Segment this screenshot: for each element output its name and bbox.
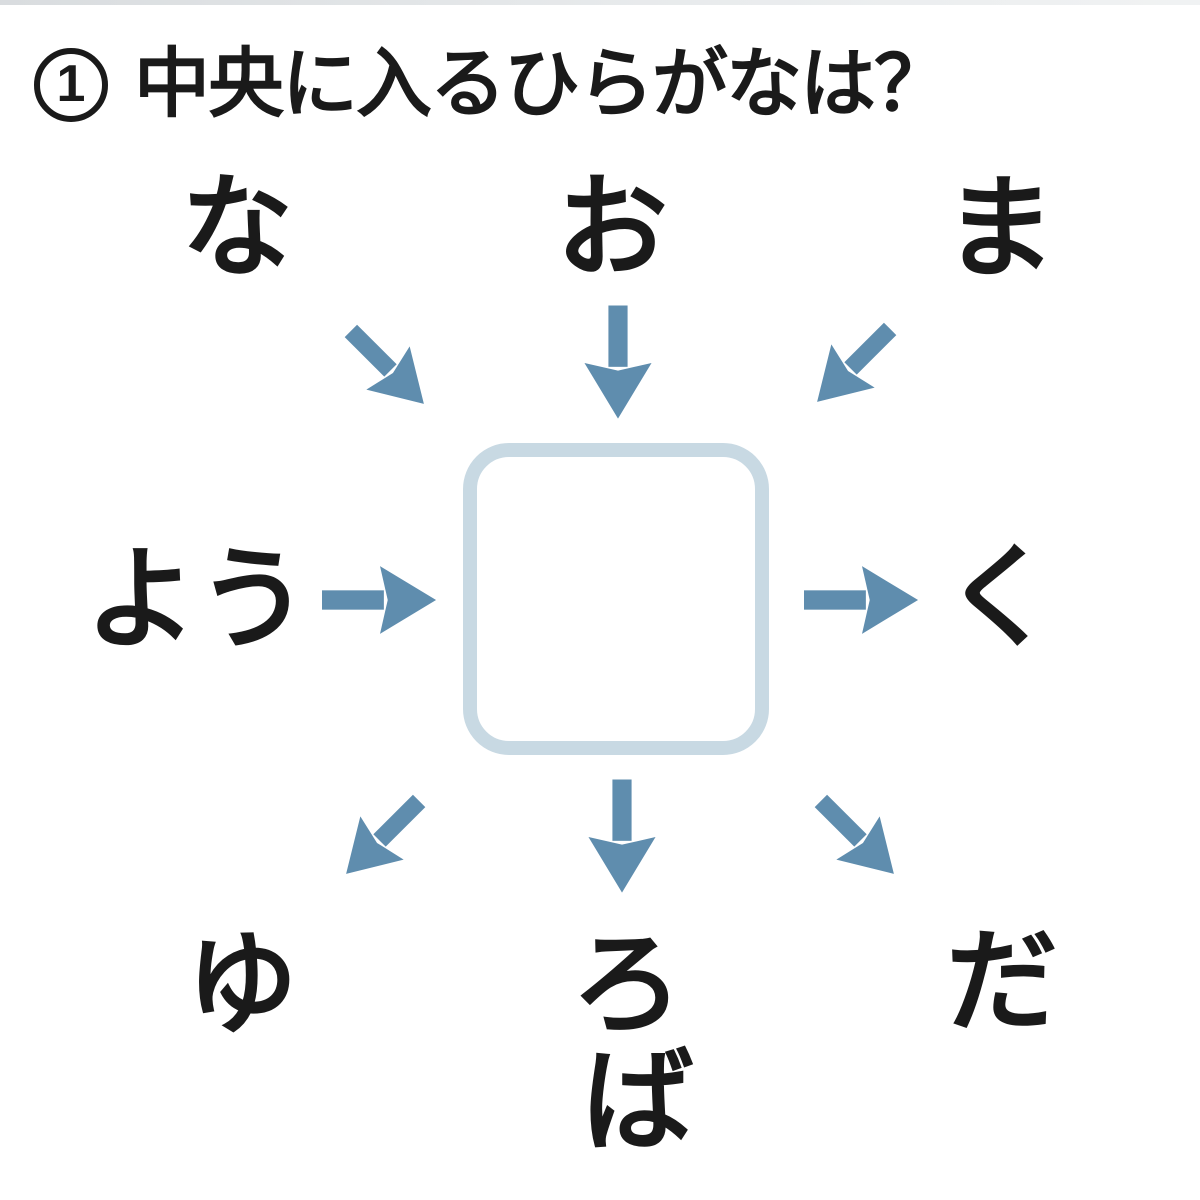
arrow-down-right-icon [326, 306, 450, 430]
answer-box [463, 443, 769, 755]
arrow-right-icon [804, 561, 920, 639]
arrow-down-left-icon [791, 304, 915, 428]
hiragana-bottom-center-lower: ば [582, 1039, 694, 1164]
hiragana-top-right: ま [944, 166, 1056, 291]
question-title: 1 中央に入るひらがなは？ [34, 42, 950, 127]
arrow-right-icon [322, 561, 438, 639]
question-text: 中央に入るひらがなは？ [134, 42, 950, 127]
circled-number: 1 [34, 48, 108, 122]
hiragana-top-center: お [556, 165, 668, 290]
arrow-down-icon [578, 305, 658, 421]
hiragana-bottom-right: だ [946, 919, 1058, 1044]
top-edge-divider [0, 0, 1200, 5]
hiragana-bottom-left: ゆ [186, 922, 298, 1047]
hiragana-middle-right: く [944, 535, 1056, 660]
arrow-down-icon [582, 779, 662, 895]
hiragana-top-left: な [181, 165, 293, 290]
hiragana-bottom-center-upper: ろ [571, 922, 683, 1047]
arrow-down-right-icon [796, 776, 920, 900]
arrow-down-left-icon [320, 776, 444, 900]
hiragana-middle-left: よう [85, 537, 309, 662]
